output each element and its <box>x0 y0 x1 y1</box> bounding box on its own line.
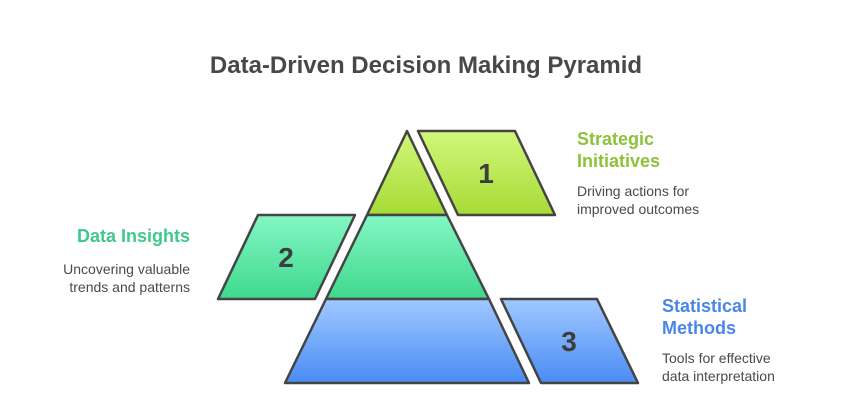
level-3-heading-line2: Methods <box>662 318 736 338</box>
level-2-heading: Data Insights <box>63 225 190 247</box>
level-1-heading: Strategic Initiatives <box>577 128 699 172</box>
level-3-heading: Statistical Methods <box>662 295 775 339</box>
level-1-description-line1: Driving actions for <box>577 183 690 199</box>
level-2-heading-line1: Data Insights <box>76 226 190 246</box>
level-1-heading-line2: Initiatives <box>577 151 661 171</box>
level-1-label: Strategic Initiatives Driving actions fo… <box>577 128 699 218</box>
level-2-description-line1: Uncovering valuable <box>63 261 190 277</box>
number-badge-2: 2 <box>216 213 357 301</box>
level-3-label: Statistical Methods Tools for effective … <box>662 295 775 385</box>
level-1-description-line2: improved outcomes <box>577 201 700 217</box>
pyramid-level-2 <box>324 213 491 301</box>
level-2-description: Uncovering valuable trends and patterns <box>63 260 190 296</box>
number-badge-1: 1 <box>416 129 557 217</box>
level-3-heading-line1: Statistical <box>662 296 748 316</box>
number-2: 2 <box>278 242 294 273</box>
number-badge-3: 3 <box>499 297 640 385</box>
page-title: Data-Driven Decision Making Pyramid <box>209 52 643 79</box>
number-1: 1 <box>478 158 494 189</box>
level-3-description: Tools for effective data interpretation <box>662 349 775 385</box>
number-3: 3 <box>561 326 577 357</box>
pyramid-level-3 <box>283 297 531 385</box>
level-3-description-line2: data interpretation <box>662 368 775 384</box>
level-3-description-line1: Tools for effective <box>662 350 771 366</box>
level-2-description-line2: trends and patterns <box>69 279 190 295</box>
level-1-heading-line1: Strategic <box>577 129 655 149</box>
level-2-label: Data Insights Uncovering valuable trends… <box>63 225 190 296</box>
level-1-description: Driving actions for improved outcomes <box>577 182 699 218</box>
